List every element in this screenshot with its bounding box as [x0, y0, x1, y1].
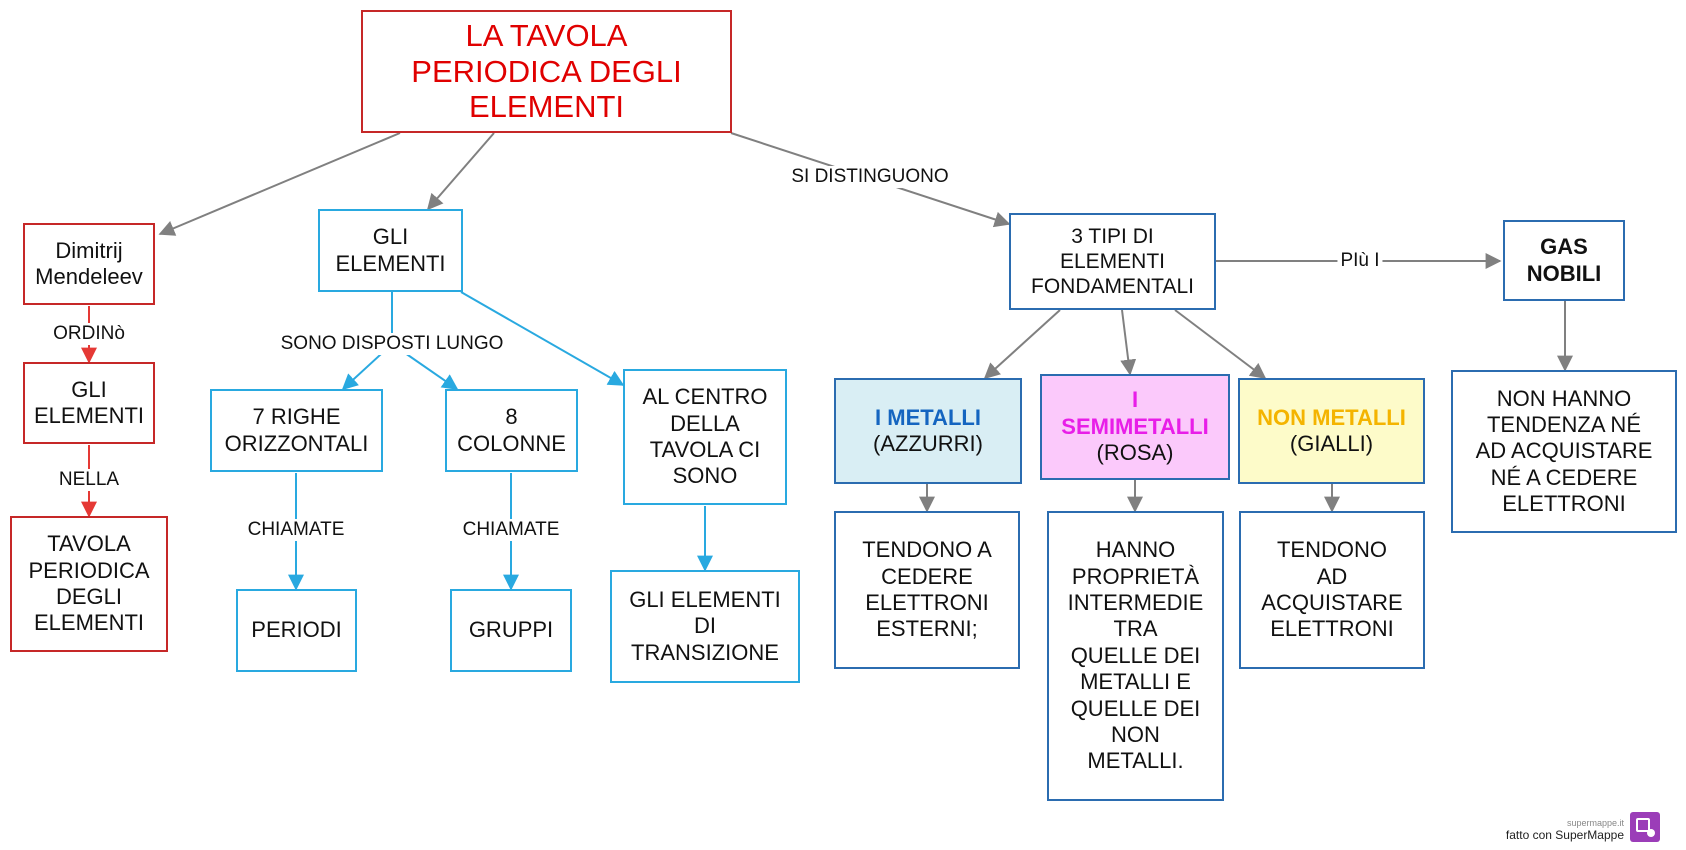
brand-made-with: fatto con SuperMappe — [1505, 828, 1624, 842]
gas-nobili-text: GAS NOBILI — [1526, 234, 1602, 286]
tavola-text: TAVOLA PERIODICA DEGLI ELEMENTI — [28, 531, 150, 636]
gas-desc-text: NON HANNO TENDENZA NÉ AD ACQUISTARE NÉ A… — [1475, 385, 1653, 517]
brand-site: supermappe.it — [1566, 818, 1624, 828]
arrow-tretipi-nonmetalli — [1174, 309, 1267, 379]
supermappe-logo-icon — [1630, 812, 1660, 842]
arrow-title-mendeleev — [158, 132, 401, 236]
semimetalli-desc-node[interactable]: HANNO PROPRIETÀ INTERMEDIE TRA QUELLE DE… — [1047, 511, 1224, 801]
arrow-elementi-centro — [460, 291, 625, 386]
gli-elementi-center-node[interactable]: GLI ELEMENTI — [318, 209, 463, 292]
periodi-node[interactable]: PERIODI — [236, 589, 357, 672]
nonmetalli-node[interactable]: NON METALLI (GIALLI) — [1238, 378, 1425, 484]
link-label-sono-disposti: SONO DISPOSTI LUNGO — [277, 333, 507, 355]
semimetalli-name: I SEMIMETALLI — [1061, 387, 1209, 439]
link-label-chiamate-1: CHIAMATE — [244, 519, 348, 541]
righe-text: 7 RIGHE ORIZZONTALI — [224, 404, 369, 456]
nonmetalli-name: NON METALLI — [1257, 404, 1406, 430]
periodi-text: PERIODI — [251, 617, 342, 643]
title-text: LA TAVOLA PERIODICA DEGLI ELEMENTI — [411, 18, 682, 125]
title-node[interactable]: LA TAVOLA PERIODICA DEGLI ELEMENTI — [361, 10, 732, 133]
gli-elementi-left-text: GLI ELEMENTI — [33, 376, 145, 428]
supermappe-branding: supermappe.it fatto con SuperMappe — [1506, 812, 1660, 842]
centro-node[interactable]: AL CENTRO DELLA TAVOLA CI SONO — [623, 369, 787, 505]
metalli-desc-node[interactable]: TENDONO A CEDERE ELETTRONI ESTERNI; — [834, 511, 1020, 669]
gli-elementi-center-text: GLI ELEMENTI — [335, 224, 446, 276]
nonmetalli-color: (GIALLI) — [1289, 431, 1374, 456]
gas-desc-node[interactable]: NON HANNO TENDENZA NÉ AD ACQUISTARE NÉ A… — [1451, 370, 1677, 533]
gruppi-node[interactable]: GRUPPI — [450, 589, 572, 672]
mendeleev-text: Dimitrij Mendeleev — [35, 237, 143, 289]
centro-text: AL CENTRO DELLA TAVOLA CI SONO — [642, 384, 768, 489]
link-label-piu-i: PIù I — [1337, 250, 1383, 272]
semimetalli-node[interactable]: I SEMIMETALLI (ROSA) — [1040, 374, 1230, 480]
righe-node[interactable]: 7 RIGHE ORIZZONTALI — [210, 389, 383, 472]
arrow-tretipi-semimetalli — [1120, 309, 1137, 376]
link-label-chiamate-2: CHIAMATE — [459, 519, 563, 541]
nonmetalli-desc-node[interactable]: TENDONO AD ACQUISTARE ELETTRONI — [1239, 511, 1425, 669]
colonne-node[interactable]: 8 COLONNE — [445, 389, 578, 472]
gli-elementi-left-node[interactable]: GLI ELEMENTI — [23, 362, 155, 444]
nonmetalli-desc-text: TENDONO AD ACQUISTARE ELETTRONI — [1261, 537, 1403, 642]
tre-tipi-node[interactable]: 3 TIPI DI ELEMENTI FONDAMENTALI — [1009, 213, 1216, 310]
metalli-desc-text: TENDONO A CEDERE ELETTRONI ESTERNI; — [862, 537, 992, 642]
metalli-color: (AZZURRI) — [873, 431, 983, 456]
arrow-title-elementi — [426, 132, 495, 211]
transizione-text: GLI ELEMENTI DI TRANSIZIONE — [629, 586, 781, 665]
metalli-name: I METALLI — [875, 404, 981, 430]
colonne-text: 8 COLONNE — [457, 404, 566, 456]
semimetalli-desc-text: HANNO PROPRIETÀ INTERMEDIE TRA QUELLE DE… — [1067, 537, 1204, 774]
transizione-node[interactable]: GLI ELEMENTI DI TRANSIZIONE — [610, 570, 800, 683]
mendeleev-node[interactable]: Dimitrij Mendeleev — [23, 223, 155, 305]
metalli-node[interactable]: I METALLI (AZZURRI) — [834, 378, 1022, 484]
tre-tipi-text: 3 TIPI DI ELEMENTI FONDAMENTALI — [1031, 224, 1194, 299]
gruppi-text: GRUPPI — [468, 617, 554, 643]
link-label-si-distinguono: SI DISTINGUONO — [788, 166, 952, 188]
link-label-nella: NELLA — [55, 469, 123, 491]
semimetalli-color: (ROSA) — [1096, 440, 1174, 466]
tavola-node[interactable]: TAVOLA PERIODICA DEGLI ELEMENTI — [10, 516, 168, 652]
arrow-tretipi-metalli — [983, 309, 1061, 380]
gas-nobili-node[interactable]: GAS NOBILI — [1503, 220, 1625, 301]
link-label-ordino: ORDINò — [50, 323, 128, 345]
